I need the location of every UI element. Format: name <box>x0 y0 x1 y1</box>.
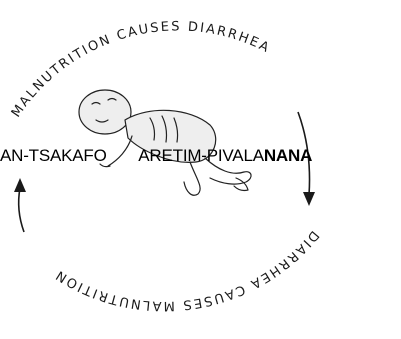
top-arc-text: MALNUTRITION CAUSES DIARRHEA <box>9 19 273 120</box>
left-cycle-arrow-line <box>19 188 24 232</box>
overlay-caption: AN-TSAKAFO ARETIM-PIVALANANA <box>0 146 401 166</box>
right-cycle-arrow-head-icon <box>303 192 315 206</box>
top-arc-textpath: MALNUTRITION CAUSES DIARRHEA <box>9 19 273 120</box>
malnourished-child-illustration <box>79 90 251 195</box>
overlay-caption-main: AN-TSAKAFO ARETIM-PIVALA <box>0 146 264 165</box>
bottom-arc-textpath: DIARRHEA CAUSES MALNUTRITION <box>52 227 321 313</box>
bottom-arc-text: DIARRHEA CAUSES MALNUTRITION <box>52 227 321 313</box>
left-cycle-arrow-head-icon <box>14 178 26 192</box>
overlay-caption-bold: NANA <box>264 146 312 165</box>
